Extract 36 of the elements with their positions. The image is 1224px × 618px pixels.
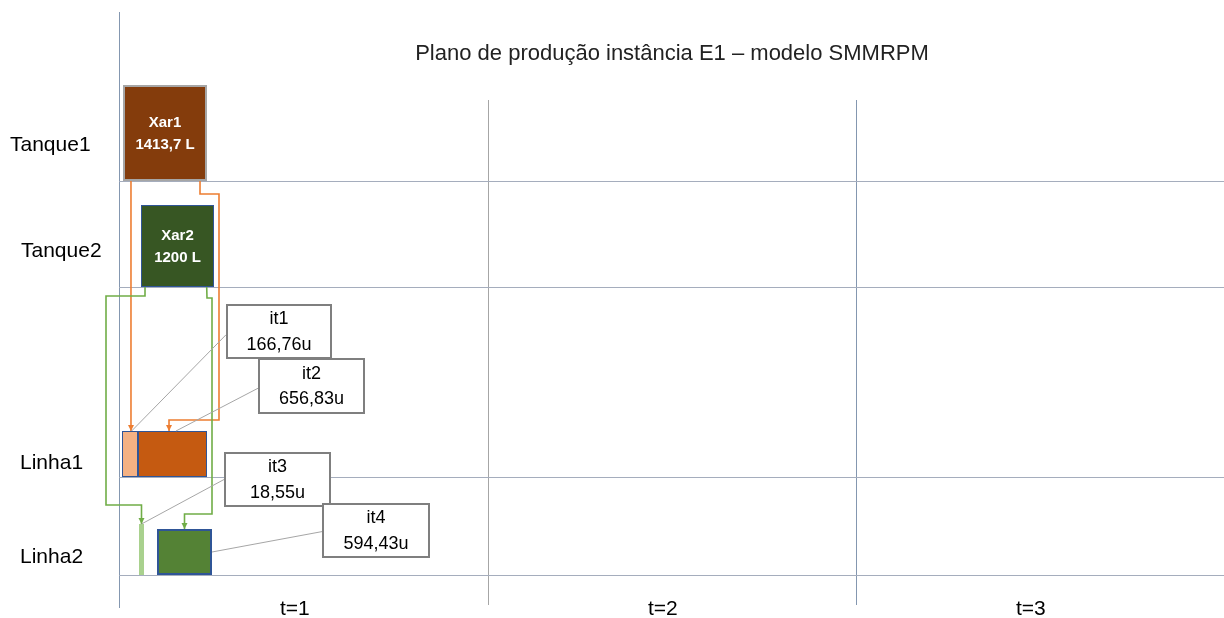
arrow	[181, 286, 213, 530]
batch-box	[141, 205, 214, 287]
period-label: t=1	[280, 595, 310, 618]
item-quantity: 594,43u	[343, 531, 409, 555]
production-bar	[122, 431, 138, 477]
callout-box	[258, 358, 365, 414]
period-label: t=2	[648, 595, 678, 618]
row-label: Tanque1	[10, 131, 91, 157]
arrow	[127, 180, 135, 432]
item-name: it3	[268, 455, 287, 479]
production-bar	[157, 529, 212, 575]
batch-label: Xar1 1413,7 L	[134, 112, 196, 154]
callout-box	[226, 304, 332, 359]
row-label: Linha1	[20, 449, 84, 475]
batch-label: Xar2 1200 L	[153, 225, 202, 267]
arrow	[165, 180, 220, 432]
period-label: t=3	[1016, 595, 1046, 618]
callout-box	[322, 503, 430, 558]
callout-box	[224, 452, 331, 507]
batch-box	[123, 85, 207, 181]
item-quantity: 166,76u	[246, 332, 312, 356]
item-name: it4	[366, 506, 386, 530]
production-bar	[138, 431, 207, 477]
leader-line	[131, 334, 227, 432]
item-quantity: 18,55u	[249, 480, 306, 504]
item-name: it1	[269, 307, 289, 331]
item-name: it2	[302, 361, 321, 385]
leader-line	[175, 387, 259, 432]
arrow	[105, 286, 146, 525]
leader-line	[141, 479, 225, 525]
leader-line	[211, 531, 323, 553]
chart-title: Plano de produção instância E1 – modelo SMMRPM	[414, 39, 930, 67]
item-quantity: 656,83u	[278, 387, 345, 410]
row-label: Tanque2	[21, 237, 102, 263]
production-bar	[139, 524, 144, 575]
row-label: Linha2	[20, 543, 84, 569]
